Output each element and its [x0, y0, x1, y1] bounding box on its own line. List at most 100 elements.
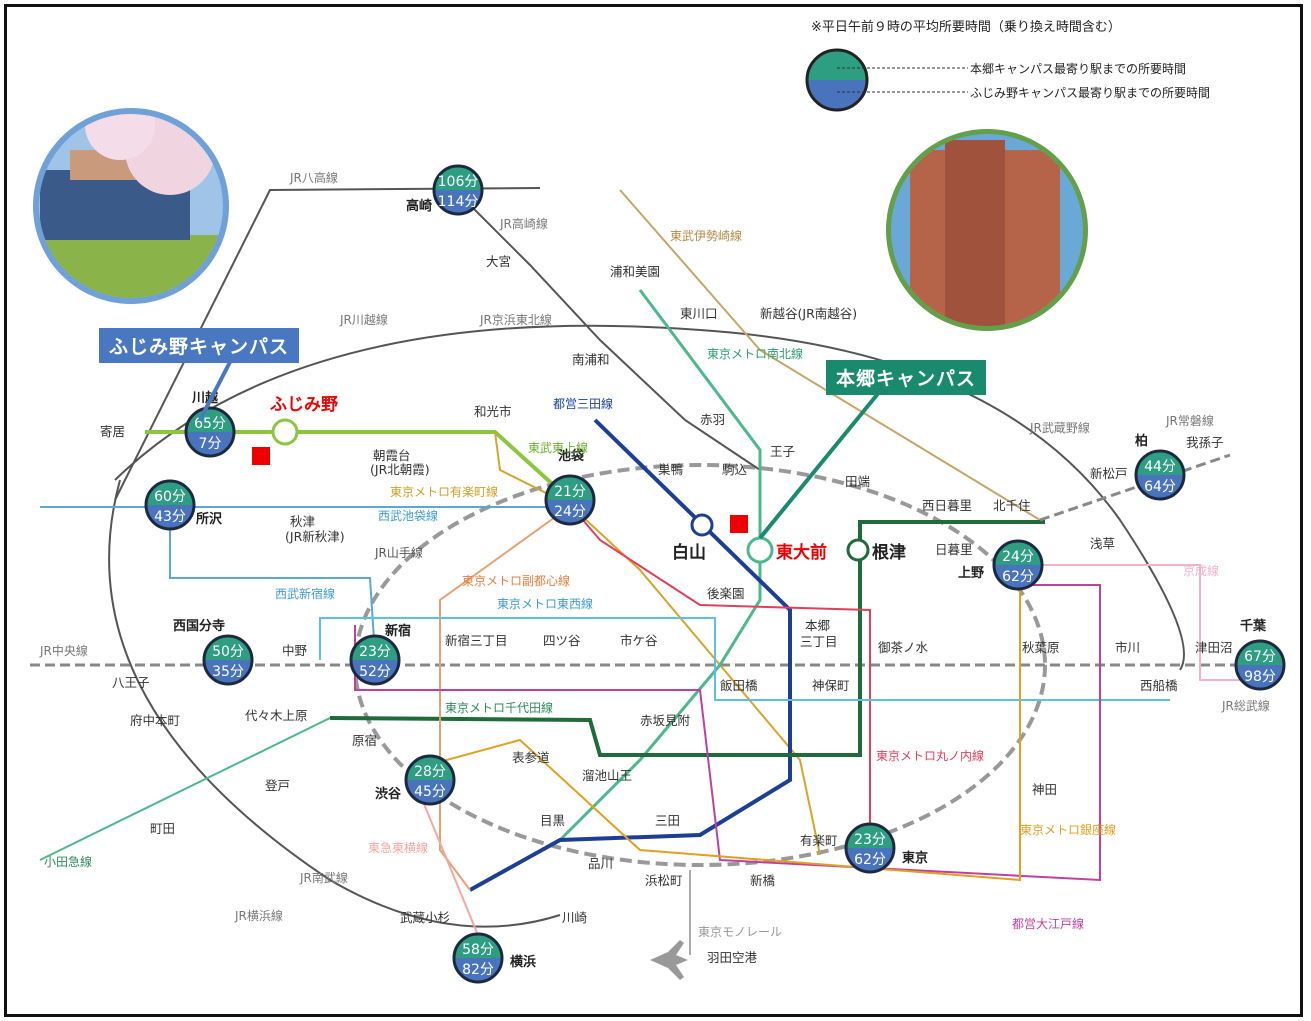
station-label[interactable]: 西船橋	[1140, 678, 1178, 693]
station-label[interactable]: 後楽園	[707, 586, 745, 601]
station-label[interactable]: (JR新秋津)	[285, 529, 345, 544]
station-label[interactable]: 王子	[770, 444, 795, 459]
station-label[interactable]: 西日暮里	[922, 498, 972, 513]
station-label[interactable]: 市川	[1115, 640, 1140, 655]
station-label[interactable]: 府中本町	[130, 713, 180, 728]
station-label[interactable]: 朝霞台	[373, 448, 411, 463]
hub-yokohama[interactable]: 58分82分横浜	[452, 932, 536, 984]
station-label[interactable]: 北千住	[993, 498, 1031, 513]
legend-title: ※平日午前９時の平均所要時間（乗り換え時間含む）	[811, 20, 1121, 35]
station-label[interactable]: 津田沼	[1195, 640, 1233, 655]
nezu-station-marker[interactable]	[846, 538, 870, 562]
station-label[interactable]: 羽田空港	[707, 950, 758, 965]
station-label[interactable]: 南浦和	[572, 352, 610, 367]
fujimino-station-marker[interactable]	[271, 418, 299, 446]
hub-hongo-time: 23分	[854, 832, 886, 848]
station-label[interactable]: 田端	[845, 474, 870, 489]
station-label[interactable]: 表参道	[512, 750, 550, 765]
station-label[interactable]: 武蔵小杉	[400, 910, 450, 925]
station-label[interactable]: 本郷	[805, 618, 831, 633]
station-label[interactable]: 日暮里	[935, 542, 973, 557]
line-label: 東京メトロ丸ノ内線	[876, 748, 984, 763]
seibu-shinjuku-line	[169, 510, 376, 656]
station-label[interactable]: 代々木上原	[245, 708, 308, 723]
hub-fujimino-time: 62分	[854, 852, 886, 868]
station-label[interactable]: 溜池山王	[582, 768, 632, 783]
station-label[interactable]: 品川	[588, 856, 613, 871]
hub-circle[interactable]	[544, 474, 596, 526]
hub-name: 千葉	[1240, 618, 1267, 634]
line-label: JR川越線	[339, 312, 388, 327]
station-label[interactable]: 市ケ谷	[620, 633, 658, 648]
hub-circle[interactable]	[184, 406, 236, 458]
hub-circle[interactable]	[349, 634, 401, 686]
station-label[interactable]: 川崎	[562, 910, 588, 925]
hub-circle[interactable]	[404, 754, 456, 806]
station-label[interactable]: 新宿三丁目	[445, 633, 508, 648]
station-label[interactable]: 浅草	[1090, 536, 1115, 551]
station-label[interactable]: 和光市	[474, 404, 512, 419]
station-label[interactable]: 中野	[282, 643, 308, 658]
station-label[interactable]: 神田	[1032, 782, 1057, 797]
hub-tokyo[interactable]: 23分62分東京	[844, 822, 928, 874]
line-label: JR山手線	[374, 545, 423, 560]
hub-circle[interactable]	[452, 932, 504, 984]
station-label[interactable]: 神保町	[812, 678, 850, 693]
hub-circle[interactable]	[144, 479, 196, 531]
line-label: JR八高線	[289, 170, 338, 185]
fujimino-campus-marker	[252, 447, 270, 465]
hub-tokorozawa[interactable]: 60分43分所沢	[144, 479, 223, 531]
line-label: 東京モノレール	[698, 925, 782, 939]
station-label[interactable]: 目黒	[540, 813, 565, 828]
station-label[interactable]: 原宿	[352, 733, 377, 748]
hongo-campus-label[interactable]: 本郷キャンパス	[826, 360, 987, 395]
station-label[interactable]: 駒込	[722, 462, 748, 477]
fujimino-campus-label[interactable]: ふじみ野キャンパス	[99, 328, 300, 363]
station-label[interactable]: 三田	[655, 813, 680, 828]
station-label[interactable]: 浦和美園	[610, 264, 660, 279]
hub-circle[interactable]	[432, 164, 484, 216]
station-label[interactable]: 四ツ谷	[543, 633, 581, 648]
oedo-line	[354, 584, 1101, 882]
chiyoda-line	[329, 520, 1045, 757]
line-label: 西武新宿線	[275, 586, 335, 601]
station-label[interactable]: (JR北朝霞)	[370, 462, 430, 477]
station-label[interactable]: 浜松町	[645, 873, 683, 888]
station-label[interactable]: 町田	[150, 821, 175, 836]
station-label[interactable]: 赤羽	[700, 412, 725, 427]
hub-circle[interactable]	[992, 539, 1044, 591]
station-label[interactable]: 新松戸	[1090, 466, 1128, 481]
station-label[interactable]: 新橋	[750, 873, 776, 888]
station-label[interactable]: 登戸	[265, 778, 290, 793]
station-label[interactable]: 東川口	[680, 306, 718, 321]
station-label[interactable]: 秋津	[290, 514, 315, 529]
station-label[interactable]: 飯田橋	[720, 678, 758, 693]
hub-circle[interactable]	[1134, 449, 1186, 501]
station-label[interactable]: 秋葉原	[1022, 640, 1060, 655]
hub-circle[interactable]	[844, 822, 896, 874]
station-label[interactable]: 赤坂見附	[640, 713, 691, 728]
station-label[interactable]: 寄居	[100, 424, 125, 439]
todaimae-station-marker[interactable]	[746, 536, 774, 564]
hub-name: 柏	[1135, 433, 1148, 449]
station-label[interactable]: 新越谷(JR南越谷)	[760, 306, 857, 321]
station-label[interactable]: 有楽町	[800, 833, 838, 848]
station-label[interactable]: 大宮	[486, 254, 511, 269]
hub-circle[interactable]	[202, 634, 254, 686]
hub-circle[interactable]	[1234, 639, 1286, 691]
station-label[interactable]: 我孫子	[1186, 435, 1224, 450]
hakusan-station-marker[interactable]	[690, 513, 714, 537]
station-label[interactable]: 三丁目	[800, 634, 838, 649]
station-label[interactable]: 御茶ノ水	[878, 640, 929, 655]
station-label[interactable]: 巣鴨	[658, 462, 684, 477]
hub-hongo-time: 23分	[359, 644, 391, 660]
station-label[interactable]: 八王子	[112, 675, 150, 690]
